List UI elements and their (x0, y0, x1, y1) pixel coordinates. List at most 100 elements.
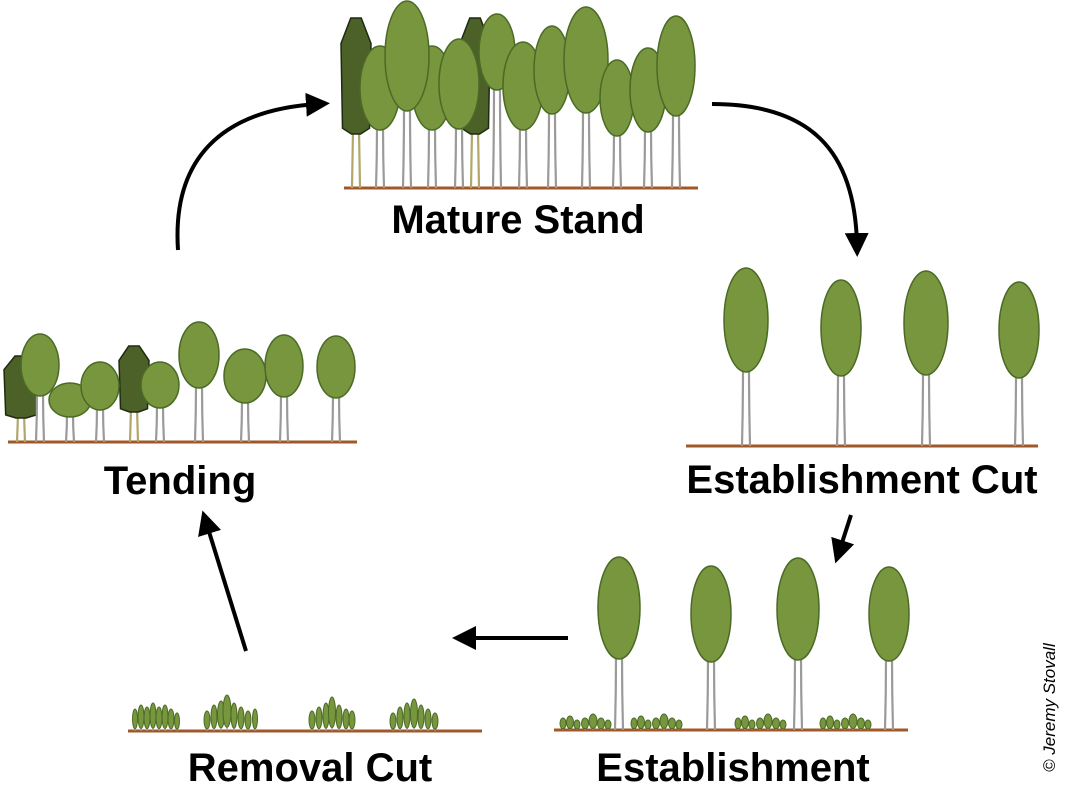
conifer-crown (118, 345, 150, 413)
tree-crown (776, 557, 820, 661)
seedling-crown (396, 706, 404, 730)
seedling-crown (410, 698, 418, 729)
stage-label-tending: Tending (104, 459, 257, 503)
seedling-cluster (630, 713, 683, 730)
tree-crown (438, 38, 480, 130)
broadleaf-tree (264, 334, 304, 443)
seedling-crown (734, 717, 742, 730)
seedling-crown (403, 702, 411, 729)
trunk (285, 392, 290, 443)
mature-stand-scene (340, 0, 698, 190)
seedling-crown (864, 719, 872, 730)
trunk (890, 656, 895, 731)
seedling-crown (315, 706, 323, 730)
tending-scene (3, 321, 357, 444)
stage-label-establishment-cut: Establishment Cut (686, 458, 1037, 502)
tree-crown (903, 270, 949, 376)
broadleaf-tree (563, 6, 609, 189)
trunk (799, 655, 804, 731)
broadleaf-tree (178, 321, 220, 443)
seedling-cluster (389, 698, 439, 731)
seedling-crown (424, 708, 432, 730)
seedling-crown (167, 708, 175, 730)
trunk (101, 405, 106, 443)
trunk (433, 125, 438, 189)
broadleaf-tree (438, 38, 480, 189)
broadleaf-tree (140, 361, 180, 443)
trunk (161, 403, 166, 443)
trunk (135, 407, 140, 443)
seedling-cluster (559, 713, 612, 730)
trunk (453, 124, 458, 189)
broadleaf-tree (20, 333, 60, 443)
trunk (517, 125, 522, 189)
seedling-crown (848, 713, 858, 729)
trunk (337, 393, 342, 443)
broadleaf-tree (820, 279, 862, 447)
trunk (587, 108, 592, 189)
seedling-crown (244, 710, 252, 730)
seedling-crown (417, 704, 425, 729)
trunk (374, 125, 379, 189)
trunk (620, 654, 625, 731)
arrow-removal-cut-to-tending (198, 510, 248, 652)
seedling-crown (222, 694, 232, 728)
trunk (618, 131, 623, 189)
trunk (498, 85, 503, 189)
tree-crown (178, 321, 220, 389)
tree-crown (599, 59, 635, 137)
trunk (580, 108, 585, 189)
seedling-crown (748, 719, 756, 730)
trunk (553, 109, 558, 189)
trunk (426, 125, 431, 189)
broadleaf-tree (998, 281, 1040, 447)
tree-crown (597, 556, 641, 660)
seedling-crown (252, 708, 258, 730)
tree-crown (223, 348, 267, 404)
trunk (649, 127, 654, 189)
trunk (524, 125, 529, 189)
trunk (883, 656, 888, 731)
trunk (94, 405, 99, 443)
broadleaf-tree (903, 270, 949, 447)
trunk (1013, 373, 1018, 447)
seedling-crown (597, 717, 605, 730)
cycle-arrows (175, 92, 869, 652)
seedling-crown (604, 719, 612, 730)
trunk (1020, 373, 1025, 447)
seedling-cluster (203, 694, 258, 731)
seedling-crown (237, 706, 245, 730)
seedling-crown (826, 715, 834, 730)
trunk (747, 367, 752, 447)
seedling-crown (668, 717, 676, 730)
seedling-cluster (734, 713, 787, 730)
seedling-crown (137, 704, 145, 729)
trunk (842, 371, 847, 447)
seedling-crown (819, 717, 827, 730)
seedling-crown (659, 713, 669, 729)
trunk (381, 125, 386, 189)
trunk (239, 398, 244, 443)
broadleaf-tree (599, 59, 635, 189)
tree-crown (690, 565, 732, 663)
stage-label-establishment: Establishment (596, 746, 869, 790)
trunk (401, 106, 406, 189)
seedling-crown (675, 719, 683, 730)
trunk (835, 371, 840, 447)
trunk (246, 398, 251, 443)
seedling-crown (308, 710, 316, 730)
tree-crown (384, 0, 430, 112)
trunk (128, 407, 133, 443)
seedling-crown (155, 706, 163, 730)
seedling-crown (644, 719, 652, 730)
establishment-scene (554, 556, 910, 732)
arrow-tending-to-mature (175, 92, 330, 251)
seedling-cluster (132, 702, 180, 731)
trunk (34, 391, 39, 443)
trunk (350, 129, 355, 189)
seedling-crown (431, 712, 439, 730)
seedling-crown (857, 717, 865, 730)
seedling-crown (756, 717, 764, 730)
broadleaf-tree (384, 0, 430, 189)
